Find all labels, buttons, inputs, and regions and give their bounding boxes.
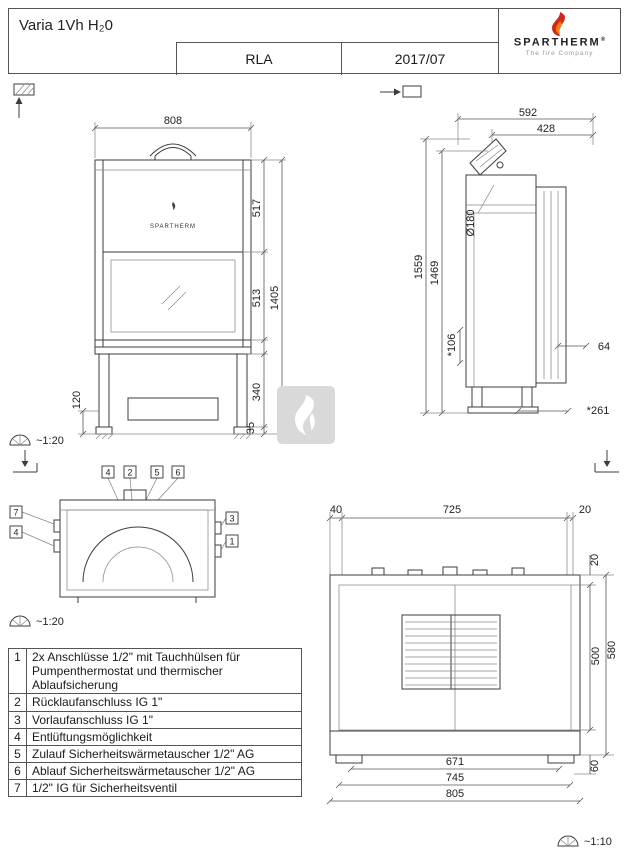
dim-40: 40 <box>330 504 342 516</box>
code-cell: RLA <box>176 42 341 75</box>
svg-text:3: 3 <box>229 514 234 524</box>
view-direction-icon-top-right <box>380 85 422 98</box>
svg-text:2: 2 <box>127 468 132 478</box>
scale-plan: ~1:20 <box>8 614 64 628</box>
side-view-drawing: 592 428 Ø180 1559 1469 <box>413 107 610 417</box>
title-block: Varia 1Vh H₂0 RLA 2017/07 SPARTHERM® The… <box>8 8 621 75</box>
parts-table: 1 2x Anschlüsse 1/2" mit Tauchhülsen für… <box>8 647 302 798</box>
scale-icon <box>9 434 31 446</box>
callout-5: 5 <box>150 465 164 479</box>
part-description: 2x Anschlüsse 1/2" mit Tauchhülsen für P… <box>26 647 302 695</box>
scale-label: ~1:20 <box>36 616 64 628</box>
drawing-logo-text: SPARTHERM <box>150 224 196 230</box>
page-title: Varia 1Vh H₂0 <box>19 17 113 34</box>
dim-340: 340 <box>251 383 263 401</box>
callout-3: 3 <box>225 511 239 525</box>
brand-wordmark: SPARTHERM® <box>514 37 605 49</box>
callout-1: 1 <box>225 534 239 548</box>
callout-4-left: 4 <box>9 525 23 539</box>
part-description: 1/2" IG für Sicherheitsventil <box>26 779 302 798</box>
svg-text:1: 1 <box>229 537 234 547</box>
brand-name: SPARTHERM <box>513 36 601 49</box>
scale-rear: ~1:10 <box>556 834 612 848</box>
table-row: 4 Entlüftungsmöglichkeit <box>8 727 302 746</box>
part-description: Rücklaufanschluss IG 1" <box>26 693 302 712</box>
scale-icon <box>9 615 31 627</box>
callout-4-top: 4 <box>101 465 115 479</box>
dim-1405: 1405 <box>269 286 281 310</box>
callout-6: 6 <box>171 465 185 479</box>
svg-text:4: 4 <box>105 468 110 478</box>
callout-2: 2 <box>123 465 137 479</box>
section-arrow-icon-right <box>594 450 619 473</box>
part-number: 2 <box>8 693 27 712</box>
table-row: 5 Zulauf Sicherheitswärmetauscher 1/2" A… <box>8 744 302 764</box>
dim-580: 580 <box>606 641 618 659</box>
dim-725: 725 <box>443 504 461 516</box>
dim-64: 64 <box>598 341 610 353</box>
scale-icon <box>557 835 579 847</box>
dim-261: *261 <box>587 405 610 417</box>
dim-592: 592 <box>519 107 537 119</box>
dim-20-top: 20 <box>579 504 591 516</box>
rear-view-drawing: 40 725 20 20 500 580 <box>326 504 618 805</box>
flame-icon <box>551 12 565 36</box>
callout-7: 7 <box>9 505 23 519</box>
dim-745: 745 <box>446 772 464 784</box>
part-number: 1 <box>8 647 27 695</box>
brand-logo: SPARTHERM® The fire Company <box>498 9 620 73</box>
dim-671: 671 <box>446 756 464 768</box>
part-number: 5 <box>8 744 27 764</box>
dim-1559: 1559 <box>413 255 425 279</box>
table-row: 1 2x Anschlüsse 1/2" mit Tauchhülsen für… <box>8 647 302 695</box>
svg-text:5: 5 <box>154 468 159 478</box>
dim-106: *106 <box>446 334 458 357</box>
part-number: 3 <box>8 710 27 729</box>
table-row: 6 Ablauf Sicherheitswärmetauscher 1/2" A… <box>8 762 302 781</box>
dim-20-right: 20 <box>589 554 601 566</box>
dim-513: 513 <box>251 289 263 307</box>
dim-500: 500 <box>590 647 602 665</box>
svg-text:7: 7 <box>13 508 18 518</box>
svg-text:6: 6 <box>175 468 180 478</box>
part-number: 7 <box>8 779 27 798</box>
table-row: 7 1/2" IG für Sicherheitsventil <box>8 779 302 798</box>
drawing-flame-icon <box>172 202 176 210</box>
dim-805: 805 <box>446 788 464 800</box>
part-description: Vorlaufanschluss IG 1" <box>26 710 302 729</box>
scale-label: ~1:20 <box>36 435 64 447</box>
dim-428: 428 <box>537 123 555 135</box>
part-description: Zulauf Sicherheitswärmetauscher 1/2" AG <box>26 744 302 764</box>
dim-120: 120 <box>71 391 83 409</box>
scale-label: ~1:10 <box>584 836 612 848</box>
scale-front: ~1:20 <box>8 433 64 447</box>
date-cell: 2017/07 <box>341 42 498 75</box>
dim-808: 808 <box>164 115 182 127</box>
view-direction-icon-top-left <box>13 83 35 118</box>
table-row: 3 Vorlaufanschluss IG 1" <box>8 710 302 729</box>
dim-60: 60 <box>589 760 601 772</box>
section-arrow-icon-left <box>13 450 38 473</box>
registered-mark: ® <box>600 37 606 43</box>
svg-text:4: 4 <box>13 528 18 538</box>
watermark-flame-icon <box>277 386 335 444</box>
plan-view-drawing: 4 2 5 6 7 4 <box>9 465 239 603</box>
dim-180: Ø180 <box>465 210 477 237</box>
dim-1469: 1469 <box>429 261 441 285</box>
dim-517: 517 <box>251 199 263 217</box>
table-row: 2 Rücklaufanschluss IG 1" <box>8 693 302 712</box>
part-number: 4 <box>8 727 27 746</box>
dim-35: 35 <box>245 422 257 434</box>
brand-tagline: The fire Company <box>525 49 594 57</box>
part-description: Ablauf Sicherheitswärmetauscher 1/2" AG <box>26 762 302 781</box>
part-description: Entlüftungsmöglichkeit <box>26 727 302 746</box>
part-number: 6 <box>8 762 27 781</box>
front-view-drawing: 808 SPARTHERM <box>71 115 286 440</box>
